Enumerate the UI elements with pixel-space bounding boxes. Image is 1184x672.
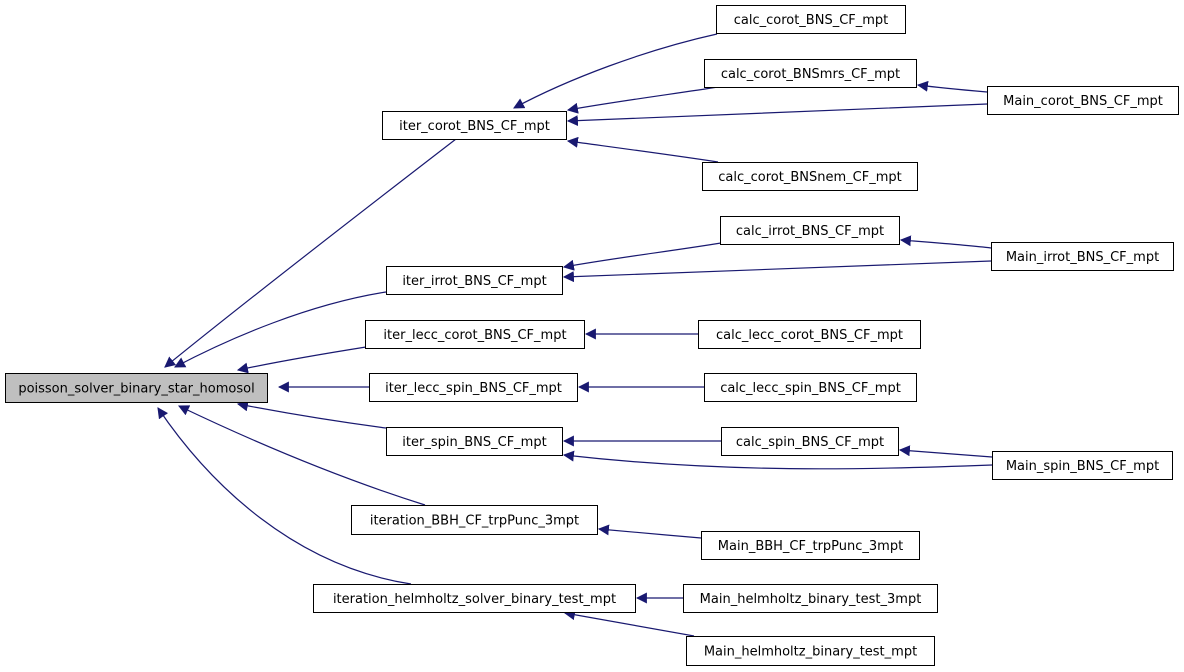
- node-box[interactable]: [992, 451, 1173, 480]
- edge-main-spin-to-iter-spin: [562, 450, 993, 470]
- node-box[interactable]: [369, 373, 578, 402]
- node-box[interactable]: [686, 636, 935, 666]
- edge-iter-spin-to-root: [236, 400, 387, 429]
- node-box[interactable]: [386, 427, 563, 456]
- node-label[interactable]: Main_corot_BNS_CF_mpt: [1003, 94, 1163, 109]
- node-calc-corot-nem[interactable]: calc_corot_BNSnem_CF_mpt: [702, 162, 918, 191]
- edge-calc-corot-to-iter-corot: [513, 33, 718, 109]
- node-box[interactable]: [683, 584, 938, 613]
- node-calc-irrot[interactable]: calc_irrot_BNS_CF_mpt: [720, 216, 900, 245]
- node-label[interactable]: calc_irrot_BNS_CF_mpt: [736, 224, 884, 239]
- node-calc-lecc-corot[interactable]: calc_lecc_corot_BNS_CF_mpt: [698, 320, 921, 349]
- root-node-label: poisson_solver_binary_star_homosol: [18, 382, 254, 397]
- node-label[interactable]: calc_corot_BNSnem_CF_mpt: [718, 170, 901, 185]
- node-box[interactable]: [365, 320, 585, 349]
- edge-main-corot-to-calc-corot-mrs: [916, 80, 988, 93]
- edge-main-bbh-to-iteration-bbh: [597, 524, 702, 539]
- node-box[interactable]: [721, 427, 899, 456]
- node-box[interactable]: [702, 162, 918, 191]
- node-box[interactable]: [351, 505, 598, 535]
- node-box[interactable]: [382, 111, 567, 140]
- node-box[interactable]: [720, 216, 900, 245]
- node-iter-corot[interactable]: iter_corot_BNS_CF_mpt: [382, 111, 567, 140]
- node-box[interactable]: [386, 266, 563, 295]
- node-label[interactable]: calc_corot_BNS_CF_mpt: [734, 13, 889, 28]
- edge-calc-corot-mrs-to-iter-corot: [566, 86, 719, 114]
- node-label[interactable]: iter_lecc_spin_BNS_CF_mpt: [385, 381, 562, 396]
- node-label[interactable]: calc_corot_BNSmrs_CF_mpt: [721, 67, 900, 82]
- nodes-layer: poisson_solver_binary_star_homosol iter_c…: [5, 5, 1179, 666]
- node-label[interactable]: calc_lecc_corot_BNS_CF_mpt: [716, 328, 903, 343]
- root-node-box: [5, 373, 268, 403]
- node-label[interactable]: Main_BBH_CF_trpPunc_3mpt: [718, 539, 903, 554]
- node-iteration-helm[interactable]: iteration_helmholtz_solver_binary_test_m…: [313, 584, 636, 613]
- node-main-spin[interactable]: Main_spin_BNS_CF_mpt: [992, 451, 1173, 480]
- node-main-helm-mpt[interactable]: Main_helmholtz_binary_test_mpt: [686, 636, 935, 666]
- edge-calc-corot-nem-to-iter-corot: [566, 136, 719, 163]
- edge-main-irrot-to-iter-irrot: [562, 260, 992, 283]
- edge-main-irrot-to-calc-irrot: [899, 235, 992, 249]
- node-label[interactable]: iteration_BBH_CF_trpPunc_3mpt: [370, 514, 579, 529]
- node-box[interactable]: [991, 242, 1174, 271]
- node-iteration-bbh[interactable]: iteration_BBH_CF_trpPunc_3mpt: [351, 505, 598, 535]
- node-iter-lecc-corot[interactable]: iter_lecc_corot_BNS_CF_mpt: [365, 320, 585, 349]
- node-label[interactable]: Main_helmholtz_binary_test_mpt: [704, 645, 917, 660]
- node-iter-irrot[interactable]: iter_irrot_BNS_CF_mpt: [386, 266, 563, 295]
- node-label[interactable]: Main_helmholtz_binary_test_3mpt: [700, 592, 922, 607]
- node-label[interactable]: Main_spin_BNS_CF_mpt: [1006, 459, 1159, 474]
- edge-main-spin-to-calc-spin: [898, 445, 993, 458]
- edges-layer: [157, 33, 993, 637]
- node-label[interactable]: iter_lecc_corot_BNS_CF_mpt: [383, 328, 566, 343]
- node-box[interactable]: [716, 5, 906, 34]
- node-label[interactable]: Main_irrot_BNS_CF_mpt: [1006, 250, 1159, 265]
- node-box[interactable]: [701, 531, 920, 560]
- edge-iteration-helm-to-root: [157, 407, 412, 585]
- node-label[interactable]: iter_spin_BNS_CF_mpt: [402, 435, 546, 450]
- node-main-helm-3mpt[interactable]: Main_helmholtz_binary_test_3mpt: [683, 584, 938, 613]
- edge-main-corot-to-iter-corot: [566, 103, 988, 127]
- node-label[interactable]: iter_irrot_BNS_CF_mpt: [402, 274, 546, 289]
- edge-iter-corot-to-root: [164, 138, 457, 368]
- node-calc-corot-mrs[interactable]: calc_corot_BNSmrs_CF_mpt: [704, 59, 917, 88]
- node-calc-lecc-spin[interactable]: calc_lecc_spin_BNS_CF_mpt: [704, 373, 917, 402]
- node-label[interactable]: iter_corot_BNS_CF_mpt: [399, 119, 550, 134]
- node-label[interactable]: calc_lecc_spin_BNS_CF_mpt: [720, 381, 901, 396]
- node-label[interactable]: iteration_helmholtz_solver_binary_test_m…: [333, 592, 616, 607]
- node-main-corot[interactable]: Main_corot_BNS_CF_mpt: [987, 86, 1179, 115]
- node-box[interactable]: [987, 86, 1179, 115]
- edge-iter-lecc-corot-to-root: [236, 346, 367, 374]
- node-box[interactable]: [704, 373, 917, 402]
- node-box[interactable]: [704, 59, 917, 88]
- node-box[interactable]: [698, 320, 921, 349]
- node-main-irrot[interactable]: Main_irrot_BNS_CF_mpt: [991, 242, 1174, 271]
- node-iter-spin[interactable]: iter_spin_BNS_CF_mpt: [386, 427, 563, 456]
- node-main-bbh[interactable]: Main_BBH_CF_trpPunc_3mpt: [701, 531, 920, 560]
- node-calc-spin[interactable]: calc_spin_BNS_CF_mpt: [721, 427, 899, 456]
- node-label[interactable]: calc_spin_BNS_CF_mpt: [736, 435, 884, 450]
- node-iter-lecc-spin[interactable]: iter_lecc_spin_BNS_CF_mpt: [369, 373, 578, 402]
- edge-main-helm-mpt-to-iteration-helm: [563, 609, 695, 637]
- node-calc-corot[interactable]: calc_corot_BNS_CF_mpt: [716, 5, 906, 34]
- edge-iteration-bbh-to-root: [178, 405, 426, 506]
- edge-calc-irrot-to-iter-irrot: [562, 242, 722, 271]
- node-box[interactable]: [313, 584, 636, 613]
- root-node: poisson_solver_binary_star_homosol: [5, 373, 268, 403]
- edge-iter-irrot-to-root: [174, 291, 387, 368]
